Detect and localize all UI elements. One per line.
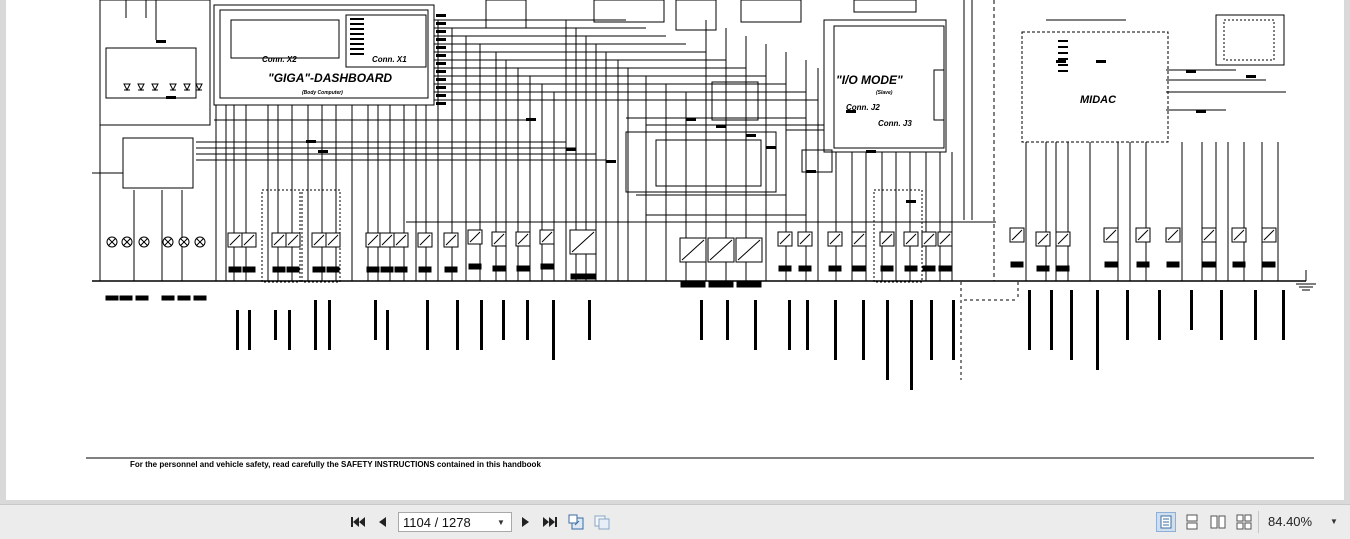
io-mode-title: "I/O MODE" (836, 73, 903, 87)
document-viewport[interactable]: "GIGA"-DASHBOARD (Body Computer) Conn. X… (0, 0, 1350, 504)
page-number-value: 1104 / 1278 (403, 514, 471, 530)
pdf-toolbar: 1104 / 1278 ▼ 84.40% ▼ (0, 504, 1350, 539)
io-mode-subtitle: (Slave) (876, 90, 893, 96)
fit-page-icon[interactable] (566, 512, 586, 532)
continuous-view-icon[interactable] (1182, 512, 1202, 532)
two-page-icon[interactable] (592, 512, 612, 532)
zoom-dropdown-icon[interactable]: ▼ (1330, 517, 1338, 526)
single-page-view-icon[interactable] (1156, 512, 1176, 532)
page-number-input[interactable]: 1104 / 1278 ▼ (398, 512, 512, 532)
prev-page-icon[interactable] (372, 512, 392, 532)
facing-view-icon[interactable] (1208, 512, 1228, 532)
wire-labels (156, 14, 1285, 390)
zoom-value[interactable]: 84.40% (1268, 514, 1313, 529)
last-page-icon[interactable] (540, 512, 560, 532)
conn-x2-label: Conn. X2 (262, 55, 297, 64)
first-page-icon[interactable] (348, 512, 368, 532)
conn-j2-label: Conn. J2 (846, 103, 880, 112)
toolbar-separator (1258, 511, 1259, 533)
dashboard-subtitle: (Body Computer) (302, 90, 343, 96)
next-page-icon[interactable] (516, 512, 536, 532)
dashboard-title: "GIGA"-DASHBOARD (268, 71, 392, 85)
midac-title: MIDAC (1080, 94, 1117, 106)
conn-x1-label: Conn. X1 (372, 55, 407, 64)
safety-footer-note: For the personnel and vehicle safety, re… (130, 460, 541, 469)
continuous-facing-view-icon[interactable] (1234, 512, 1254, 532)
conn-j3-label: Conn. J3 (878, 119, 912, 128)
wiring-schematic: "GIGA"-DASHBOARD (Body Computer) Conn. X… (86, 0, 1316, 459)
components (105, 83, 1277, 301)
document-page: "GIGA"-DASHBOARD (Body Computer) Conn. X… (6, 0, 1344, 500)
harness-verticals (133, 20, 1279, 281)
chevron-down-icon[interactable]: ▼ (497, 517, 505, 527)
